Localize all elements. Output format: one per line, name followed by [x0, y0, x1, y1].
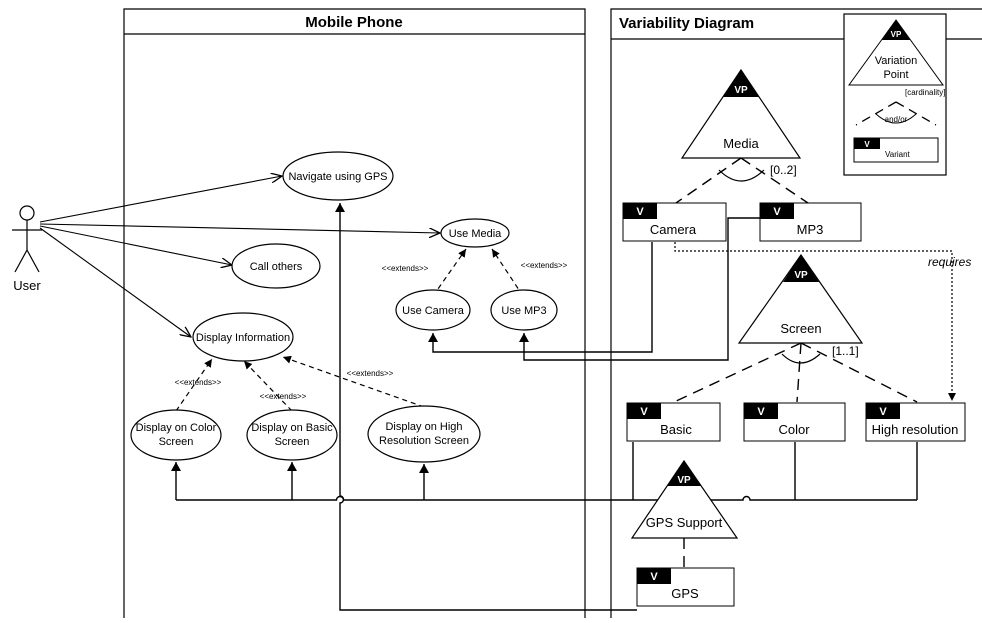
extends-label-mp3: <<extends>>	[521, 261, 568, 270]
usecase-display-information-text: Display Information	[196, 332, 290, 344]
variant-camera[interactable]: V Camera	[622, 202, 727, 242]
usecase-navigate-gps[interactable]: Navigate using GPS	[282, 151, 394, 201]
user-label: User	[13, 278, 41, 293]
usecase-use-mp3-text: Use MP3	[501, 305, 546, 317]
legend-variation-line2: Point	[883, 69, 908, 81]
vp-screen-badge: VP	[794, 270, 808, 281]
variant-mp3-label: MP3	[797, 222, 824, 237]
variant-gps-badge: V	[650, 571, 658, 583]
usecase-use-mp3[interactable]: Use MP3	[490, 289, 558, 331]
usecase-call-others[interactable]: Call others	[231, 243, 321, 289]
variant-high-label: High resolution	[872, 422, 959, 437]
usecase-display-high[interactable]: Display on High Resolution Screen	[367, 405, 481, 463]
variant-basic-badge: V	[640, 406, 648, 418]
vp-screen[interactable]: VP Screen	[737, 253, 864, 344]
legend-andor-text: and/or	[885, 115, 908, 124]
variant-mp3[interactable]: V MP3	[759, 202, 862, 242]
legend-vp-badge	[882, 20, 910, 40]
legend-variant-badge	[854, 138, 880, 149]
usecase-use-camera-text: Use Camera	[402, 305, 465, 317]
media-cardinality-text: [0..2]	[770, 163, 797, 177]
extends-label-camera: <<extends>>	[382, 264, 429, 273]
usecase-display-color[interactable]: Display on Color Screen	[130, 409, 222, 461]
usecase-display-color-line1: Display on Color	[136, 422, 217, 434]
usecase-display-high-line1: Display on High	[385, 421, 462, 433]
usecase-display-high-line2: Resolution Screen	[379, 435, 469, 447]
usecase-navigate-gps-text: Navigate using GPS	[288, 171, 387, 183]
vp-media[interactable]: VP Media	[680, 68, 802, 159]
usecase-display-color-line2: Screen	[159, 436, 194, 448]
variant-gps[interactable]: V GPS	[636, 567, 735, 607]
variant-high-resolution[interactable]: V High resolution	[865, 402, 966, 442]
legend-vp-badge-text: VP	[891, 30, 902, 39]
variant-mp3-badge: V	[773, 206, 781, 218]
vp-media-badge: VP	[734, 85, 748, 96]
legend-variant-badge-text: V	[864, 140, 870, 149]
variant-camera-label: Camera	[650, 222, 697, 237]
vp-media-label: Media	[723, 136, 759, 151]
variant-basic[interactable]: V Basic	[626, 402, 721, 442]
screen-cardinality: [1..1]	[673, 342, 918, 403]
legend: VP Variation Point [cardinality] and/or …	[843, 13, 947, 176]
variant-color-label: Color	[778, 422, 810, 437]
legend-andor-arc	[875, 113, 917, 124]
vp-screen-label: Screen	[780, 321, 821, 336]
extends-relations: <<extends>> <<extends>> <<extends>> <<ex…	[175, 248, 568, 412]
screen-cardinality-text: [1..1]	[832, 344, 859, 358]
usecase-display-information[interactable]: Display Information	[192, 312, 294, 362]
legend-variant-text: Variant	[885, 150, 911, 159]
usecase-use-media[interactable]: Use Media	[440, 218, 510, 248]
vp-gps-support[interactable]: VP GPS Support	[630, 459, 739, 539]
extends-label-color: <<extends>>	[175, 378, 222, 387]
usecase-use-media-text: Use Media	[449, 228, 502, 240]
variant-basic-label: Basic	[660, 422, 692, 437]
extends-label-basic: <<extends>>	[260, 392, 307, 401]
vp-gps-label: GPS Support	[646, 515, 723, 530]
trace-connectors: requires	[171, 203, 971, 611]
variant-camera-badge: V	[636, 206, 644, 218]
usecase-call-others-text: Call others	[250, 261, 303, 273]
variant-color[interactable]: V Color	[743, 402, 846, 442]
usecase-display-basic-line2: Screen	[275, 436, 310, 448]
media-cardinality: [0..2]	[675, 157, 809, 204]
variant-color-badge: V	[757, 406, 765, 418]
variant-high-badge: V	[879, 406, 887, 418]
extends-label-high: <<extends>>	[347, 369, 394, 378]
user-actor[interactable]: User	[12, 205, 42, 293]
usecase-use-camera[interactable]: Use Camera	[395, 289, 471, 331]
legend-variation-line1: Variation	[875, 55, 918, 67]
usecase-display-basic[interactable]: Display on Basic Screen	[246, 409, 338, 461]
variant-gps-label: GPS	[671, 586, 699, 601]
mobile-phone-title: Mobile Phone	[305, 14, 403, 31]
variability-title: Variability Diagram	[619, 15, 754, 32]
actor-associations	[39, 176, 440, 337]
requires-label: requires	[928, 255, 971, 269]
legend-andor-lines	[855, 101, 937, 126]
legend-cardinality: [cardinality]	[905, 88, 945, 97]
legend-vp-triangle	[848, 19, 944, 86]
usecase-display-basic-line1: Display on Basic	[251, 422, 333, 434]
mobile-phone-panel: Mobile Phone	[123, 8, 586, 618]
vp-gps-badge: VP	[677, 475, 691, 486]
